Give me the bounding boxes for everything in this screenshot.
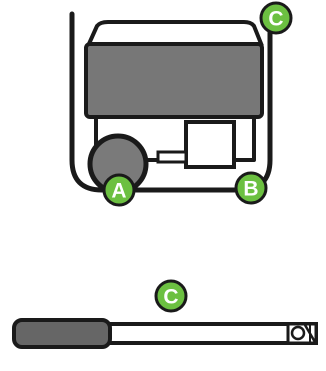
handle-end-bracket (286, 322, 318, 345)
callout-foot-label: B (243, 178, 258, 201)
callout-foot-badge: B (234, 171, 268, 205)
callout-handle-label: C (268, 8, 283, 31)
engine-body (84, 42, 264, 119)
callout-wheel-label: A (111, 180, 126, 203)
alternator-block (184, 120, 236, 169)
handle-grip (12, 318, 112, 349)
frame-connector (156, 150, 188, 164)
generator-frame (69, 11, 273, 193)
callout-handle-badge: C (259, 1, 293, 35)
callout-wheel-badge: A (102, 173, 136, 207)
handle-bar (102, 322, 318, 345)
callout-detached-handle-label: C (163, 286, 178, 309)
generator-illustration: A B C (69, 1, 293, 207)
detached-handle-illustration: C (12, 279, 318, 349)
fuel-tank (86, 20, 264, 47)
callout-detached-handle-badge: C (154, 279, 188, 313)
